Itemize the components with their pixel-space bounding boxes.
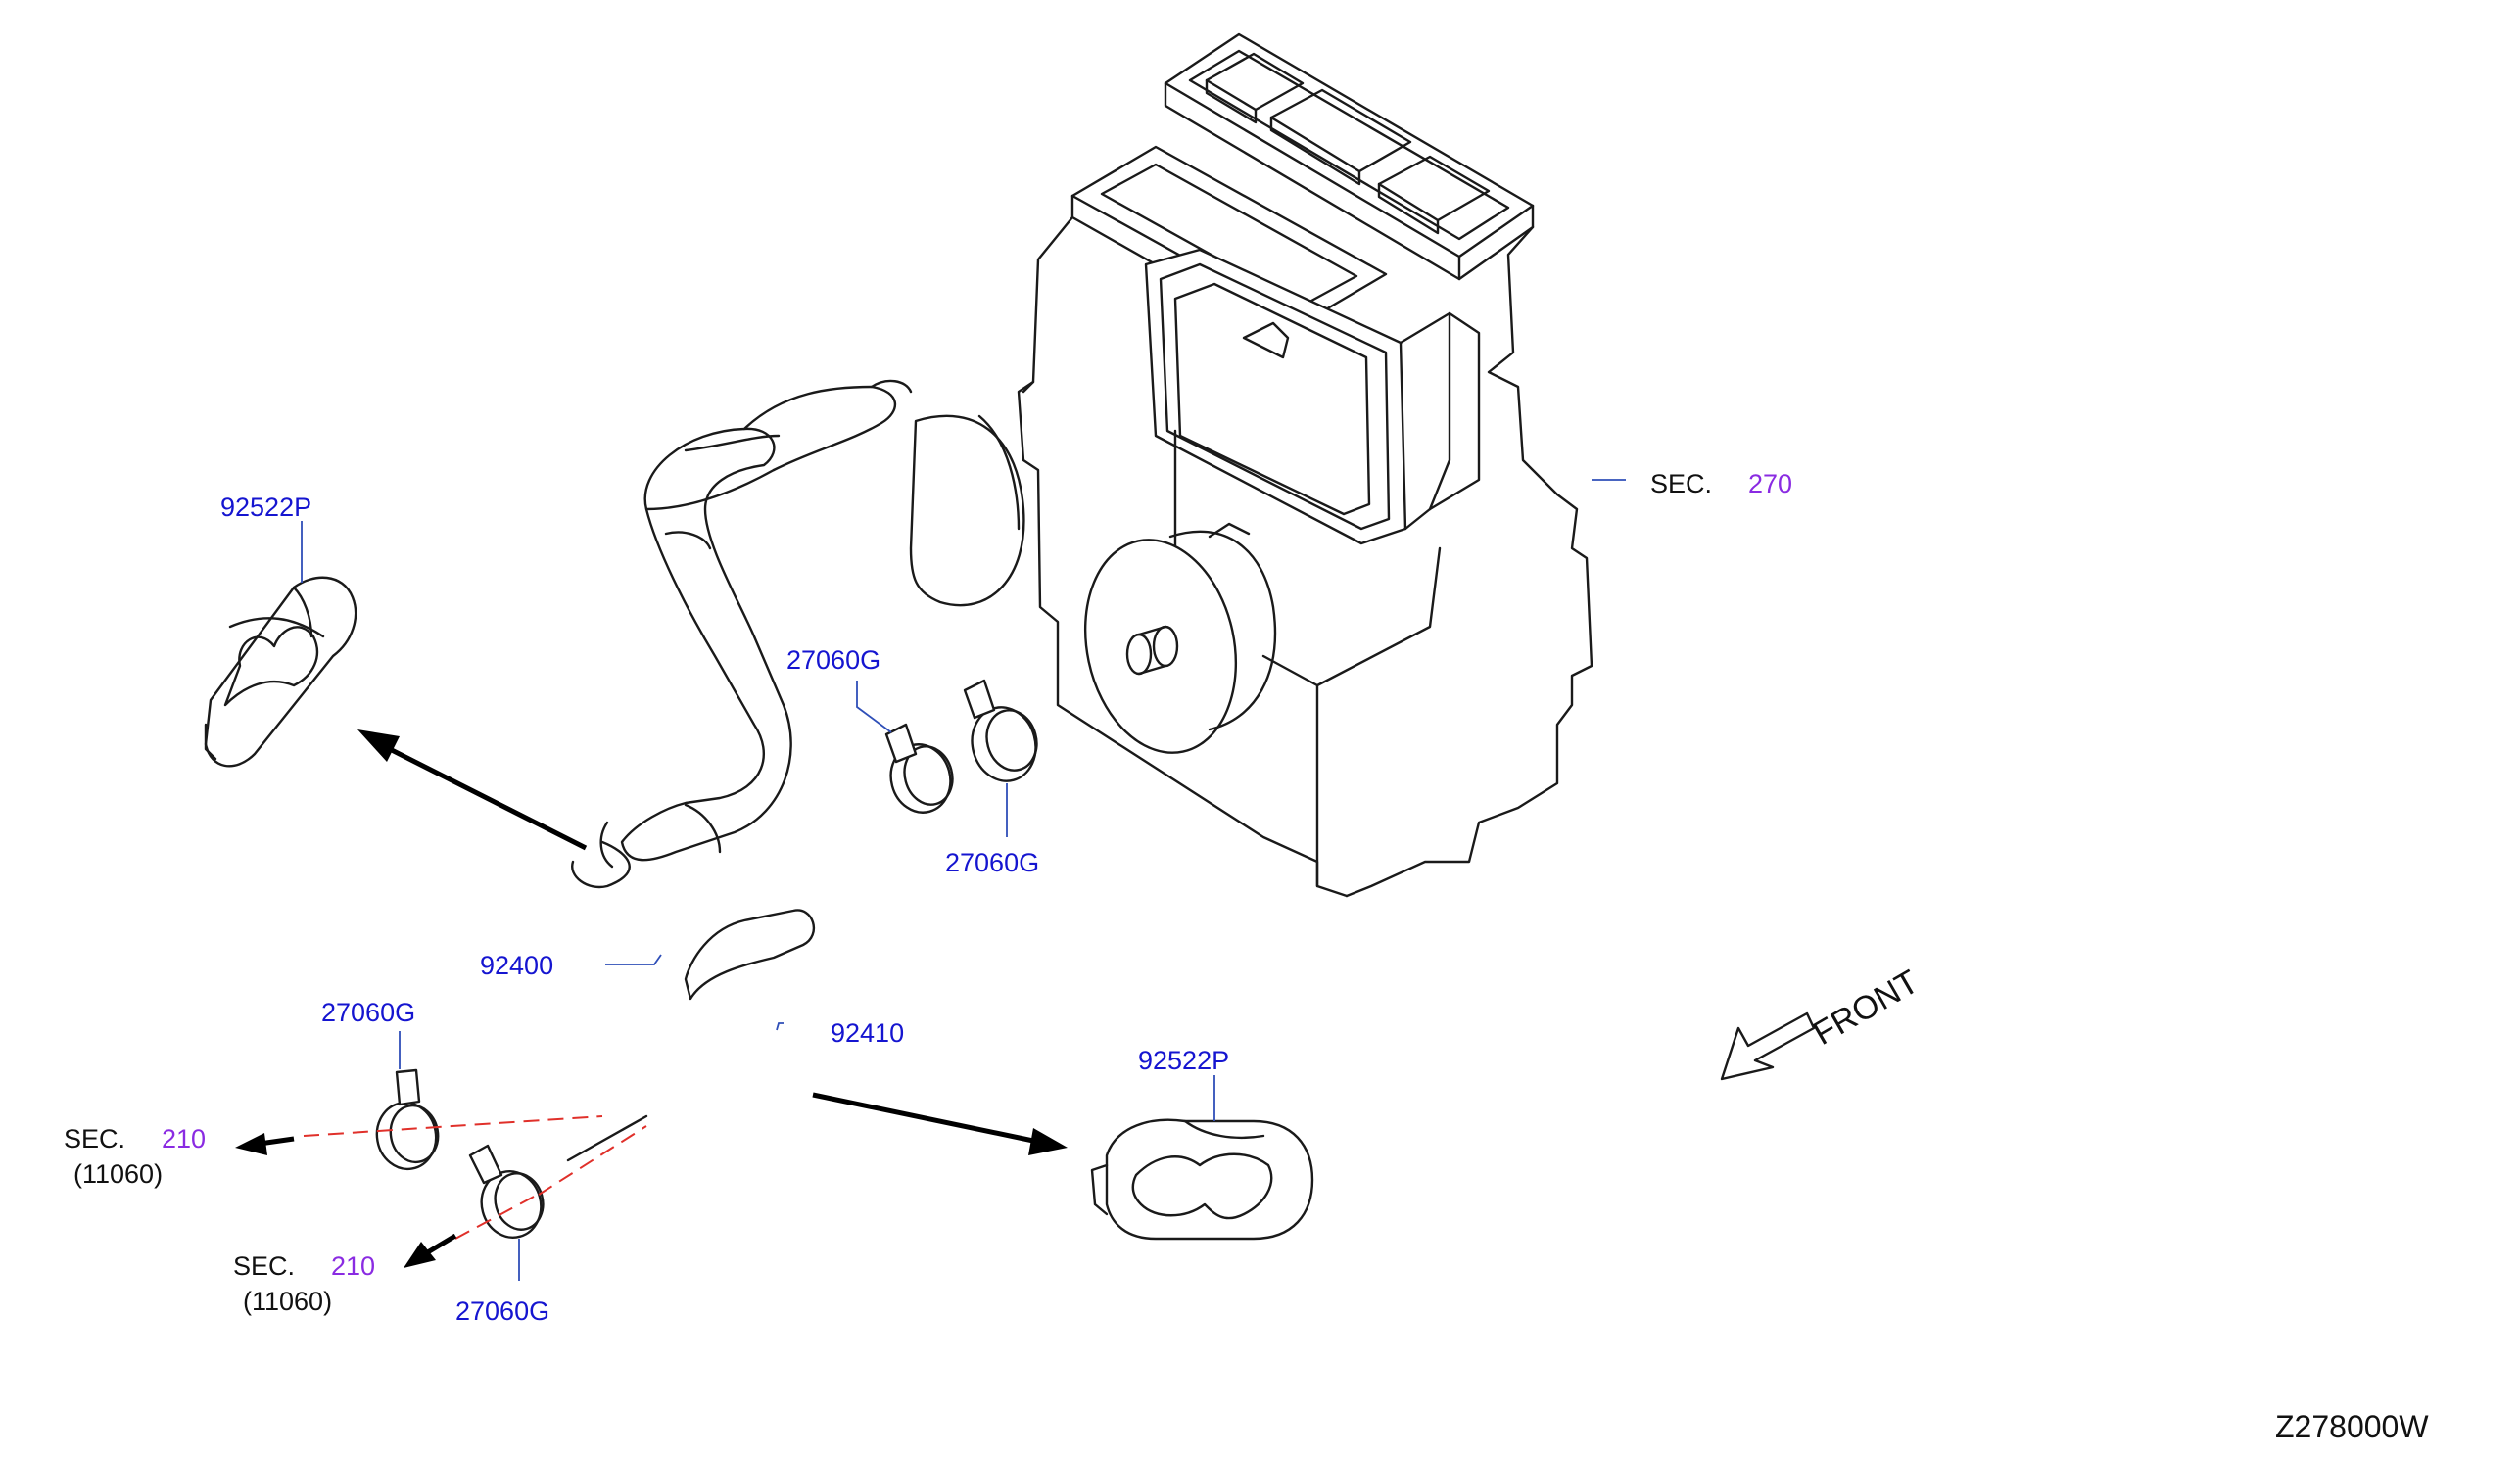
clamp-upper-right-label[interactable]: 27060G — [945, 848, 1039, 877]
sec-number: 210 — [162, 1124, 206, 1153]
sec-prefix: SEC. — [233, 1251, 295, 1281]
front-arrow-icon — [1720, 1011, 1816, 1081]
dashed-guides — [303, 1115, 647, 1240]
direction-arrows — [235, 729, 1068, 1268]
sec-number: 210 — [331, 1251, 375, 1281]
clamp-lower-drawings — [375, 1068, 545, 1239]
section-ref-heater-unit[interactable]: SEC. 270 — [1650, 469, 1792, 498]
sec-sub-number: (11060) — [243, 1287, 332, 1316]
arrow-head-icon — [357, 729, 400, 762]
arrow-head-icon — [404, 1242, 436, 1268]
grommet-upper-drawing — [204, 576, 357, 768]
hose-inlet-label[interactable]: 92400 — [480, 951, 553, 980]
grommet-upper-label[interactable]: 92522P — [220, 493, 311, 522]
grommet-lower-label[interactable]: 92522P — [1138, 1046, 1229, 1075]
clamp-upper-left-label[interactable]: 27060G — [786, 645, 880, 675]
arrow-to-upper-grommet — [382, 743, 588, 851]
sec-number: 270 — [1748, 469, 1792, 498]
arrow-to-engine-lower — [424, 1233, 457, 1256]
section-ref-engine-upper[interactable]: SEC. 210 (11060) — [64, 1124, 206, 1189]
arrow-head-icon — [1028, 1128, 1068, 1155]
arrow-head-icon — [235, 1133, 267, 1155]
arrow-to-lower-grommet — [812, 1092, 1034, 1144]
sec-prefix: SEC. — [64, 1124, 125, 1153]
front-label: FRONT — [1807, 963, 1925, 1052]
hose-outlet-label[interactable]: 92410 — [831, 1018, 904, 1048]
section-ref-engine-lower[interactable]: SEC. 210 (11060) — [233, 1251, 375, 1316]
leader-lines — [301, 479, 1626, 1281]
callout-labels: 92522P 92522P 27060G 27060G 27060G 27060… — [220, 493, 1229, 1326]
clamp-upper-drawings — [884, 679, 1038, 814]
heater-hoses-drawing — [566, 379, 913, 1162]
sec-sub-number: (11060) — [73, 1159, 163, 1189]
sec-prefix: SEC. — [1650, 469, 1712, 498]
heater-unit-drawing — [909, 32, 1593, 898]
clamp-lower-bottom-label[interactable]: 27060G — [455, 1296, 549, 1326]
grommet-lower-drawing — [1090, 1118, 1314, 1241]
diagram-code: Z278000W — [2275, 1409, 2429, 1444]
clamp-lower-left-label[interactable]: 27060G — [321, 998, 415, 1027]
